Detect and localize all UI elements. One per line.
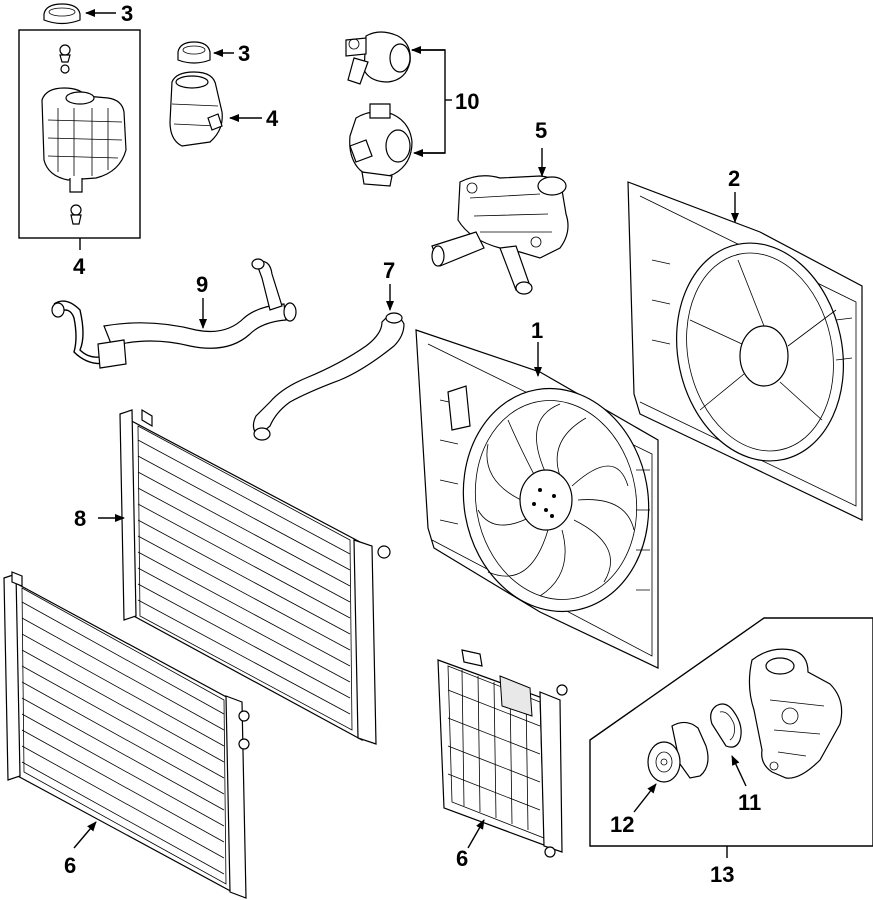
coolant-hose xyxy=(252,312,405,441)
aux-water-pump-a xyxy=(345,31,411,85)
radiator-hose-upper xyxy=(51,258,297,369)
callout-4b: 4 xyxy=(266,106,279,131)
water-pump-housing xyxy=(748,648,843,779)
pump-gasket xyxy=(710,703,742,748)
expansion-tank-cap-a xyxy=(43,3,81,25)
callout-7: 7 xyxy=(383,258,395,283)
fan-shroud xyxy=(627,181,863,521)
callout-4a: 4 xyxy=(73,254,86,279)
thermostat-housing xyxy=(431,175,569,295)
water-pump-kit-box xyxy=(589,617,873,847)
callout-3b: 3 xyxy=(238,41,250,66)
callout-9: 9 xyxy=(196,272,208,297)
callout-6b: 6 xyxy=(456,846,468,871)
radiator-aux xyxy=(437,649,568,858)
condenser xyxy=(119,408,391,745)
callout-8: 8 xyxy=(74,506,86,531)
expansion-tank-b xyxy=(169,71,223,147)
callout-13: 13 xyxy=(710,862,734,887)
callout-1: 1 xyxy=(531,318,543,343)
callout-6a: 6 xyxy=(64,853,76,878)
callout-3a: 3 xyxy=(121,1,133,26)
expansion-tank-a xyxy=(41,44,127,225)
callout-2: 2 xyxy=(728,166,740,191)
fan-assembly xyxy=(415,329,659,669)
callout-10: 10 xyxy=(455,89,479,114)
aux-water-pump-b xyxy=(349,103,413,187)
radiator-main xyxy=(3,571,250,899)
callout-5: 5 xyxy=(535,118,547,143)
idler-pulley xyxy=(647,721,709,783)
callout-12: 12 xyxy=(610,812,634,837)
callout-11: 11 xyxy=(738,790,761,815)
expansion-tank-cap-b xyxy=(177,41,211,64)
